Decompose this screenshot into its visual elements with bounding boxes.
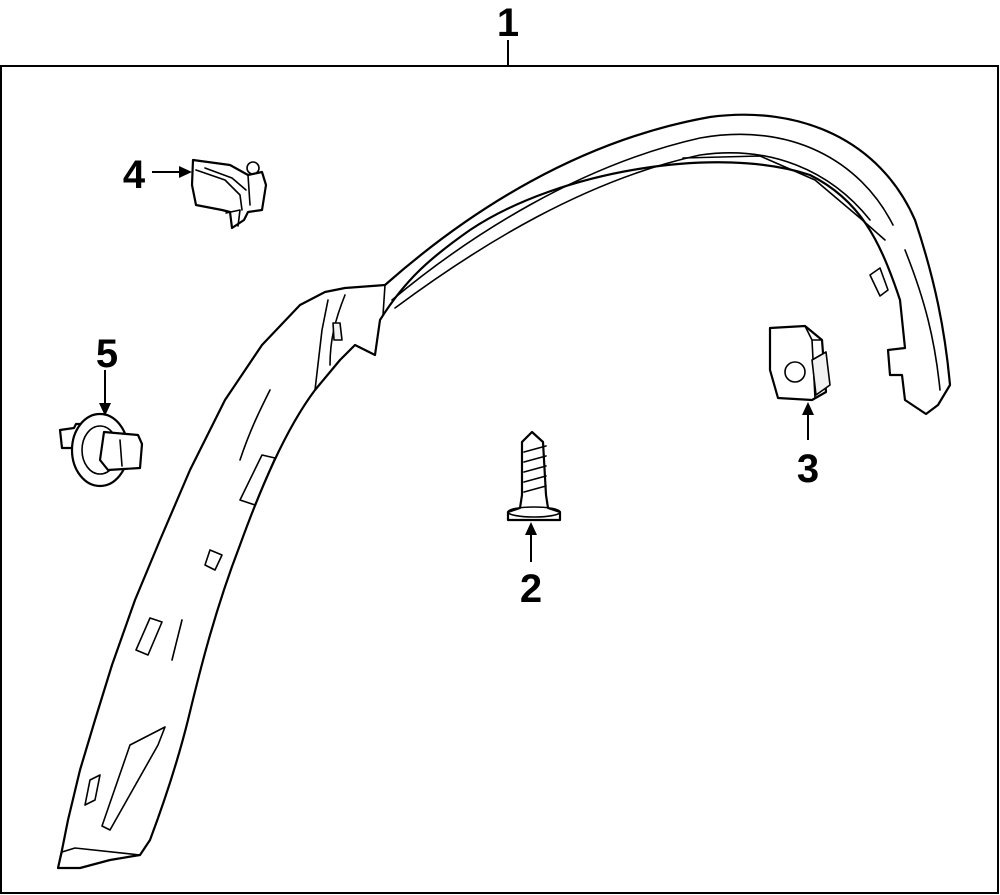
callout-2-label[interactable]: 2 (520, 567, 542, 611)
push-pin-fastener[interactable] (58, 412, 144, 488)
callout-3-label[interactable]: 3 (797, 447, 819, 491)
screw[interactable] (506, 430, 562, 522)
wheel-arch-molding[interactable] (56, 113, 952, 870)
diagram-frame (0, 65, 999, 894)
callout-1-label[interactable]: 1 (497, 1, 519, 45)
callout-2-arrow (525, 522, 537, 535)
callout-3-arrow (802, 402, 814, 415)
callout-5-arrow (99, 403, 111, 416)
callout-4-label[interactable]: 4 (123, 153, 146, 197)
retainer-clip[interactable] (190, 158, 268, 230)
callout-5-label[interactable]: 5 (96, 332, 118, 376)
nut-clip[interactable] (768, 324, 831, 402)
callout-4-arrow (179, 166, 192, 178)
